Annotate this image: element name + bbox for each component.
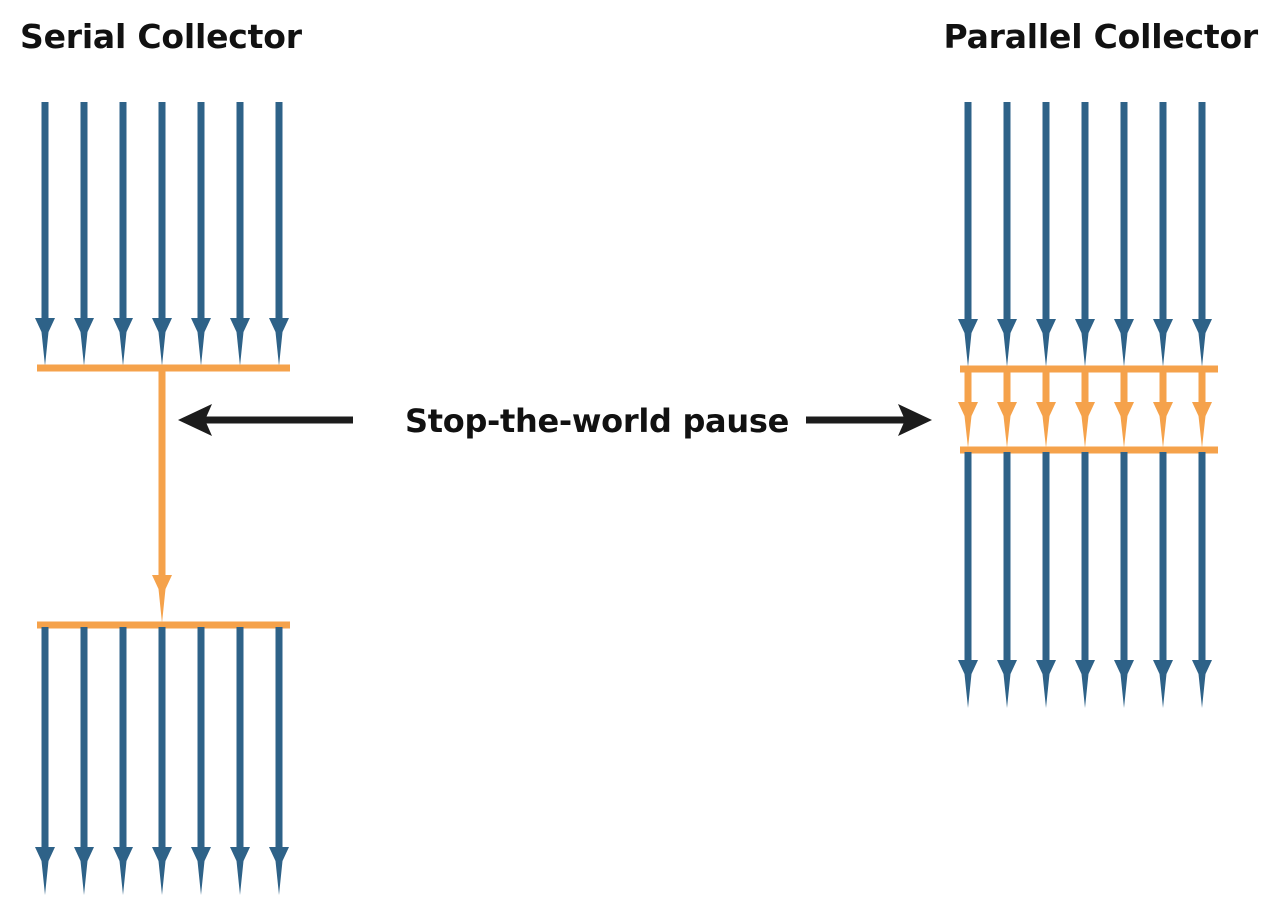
thread-arrow [230, 627, 250, 895]
panel-parallel-collector: Parallel Collector [944, 17, 1259, 708]
stop-the-world-annotation: Stop-the-world pause [178, 402, 932, 440]
thread-arrow [1153, 452, 1173, 708]
thread-arrow [269, 627, 289, 895]
thread-arrow [997, 452, 1017, 708]
pause-arrow-right-icon [806, 404, 932, 436]
pause-arrow-left-icon [178, 404, 353, 436]
thread-arrow [113, 627, 133, 895]
gc-thread-arrow [1192, 371, 1212, 448]
serial-app-threads-after-pause [35, 627, 289, 895]
stop-the-world-pause-label: Stop-the-world pause [405, 402, 789, 440]
gc-thread-arrow [1075, 371, 1095, 448]
serial-app-threads-before-pause [35, 102, 289, 366]
thread-arrow [1036, 452, 1056, 708]
parallel-pause-start-bar [960, 365, 1218, 373]
thread-arrow [1075, 452, 1095, 708]
thread-arrow [1114, 102, 1134, 367]
parallel-app-threads-before-pause [958, 102, 1212, 367]
thread-arrow [191, 102, 211, 366]
gc-thread-arrow [997, 371, 1017, 448]
thread-arrow [74, 627, 94, 895]
gc-thread-arrow [958, 371, 978, 448]
thread-arrow [1075, 102, 1095, 367]
thread-arrow [958, 102, 978, 367]
parallel-pause-end-bar [960, 446, 1218, 454]
gc-thread-arrow [1153, 371, 1173, 448]
thread-arrow [1192, 452, 1212, 708]
panel-serial-collector: Serial Collector [20, 17, 303, 895]
panel-title-parallel: Parallel Collector [944, 17, 1259, 56]
thread-arrow [35, 102, 55, 366]
thread-arrow [191, 627, 211, 895]
thread-arrow [997, 102, 1017, 367]
parallel-app-threads-after-pause [958, 452, 1212, 708]
thread-arrow [1192, 102, 1212, 367]
serial-pause-start-bar [37, 364, 290, 372]
thread-arrow [1153, 102, 1173, 367]
panel-title-serial: Serial Collector [20, 17, 303, 56]
thread-arrow [1036, 102, 1056, 367]
parallel-gc-threads [958, 371, 1212, 448]
gc-thread-arrow [1114, 371, 1134, 448]
serial-pause-end-bar [37, 621, 290, 629]
serial-gc-thread [152, 370, 172, 623]
thread-arrow [230, 102, 250, 366]
thread-arrow [74, 102, 94, 366]
thread-arrow [35, 627, 55, 895]
thread-arrow [958, 452, 978, 708]
thread-arrow [113, 102, 133, 366]
thread-arrow [152, 102, 172, 366]
gc-thread-arrow [1036, 371, 1056, 448]
thread-arrow [1114, 452, 1134, 708]
thread-arrow [152, 627, 172, 895]
thread-arrow [269, 102, 289, 366]
